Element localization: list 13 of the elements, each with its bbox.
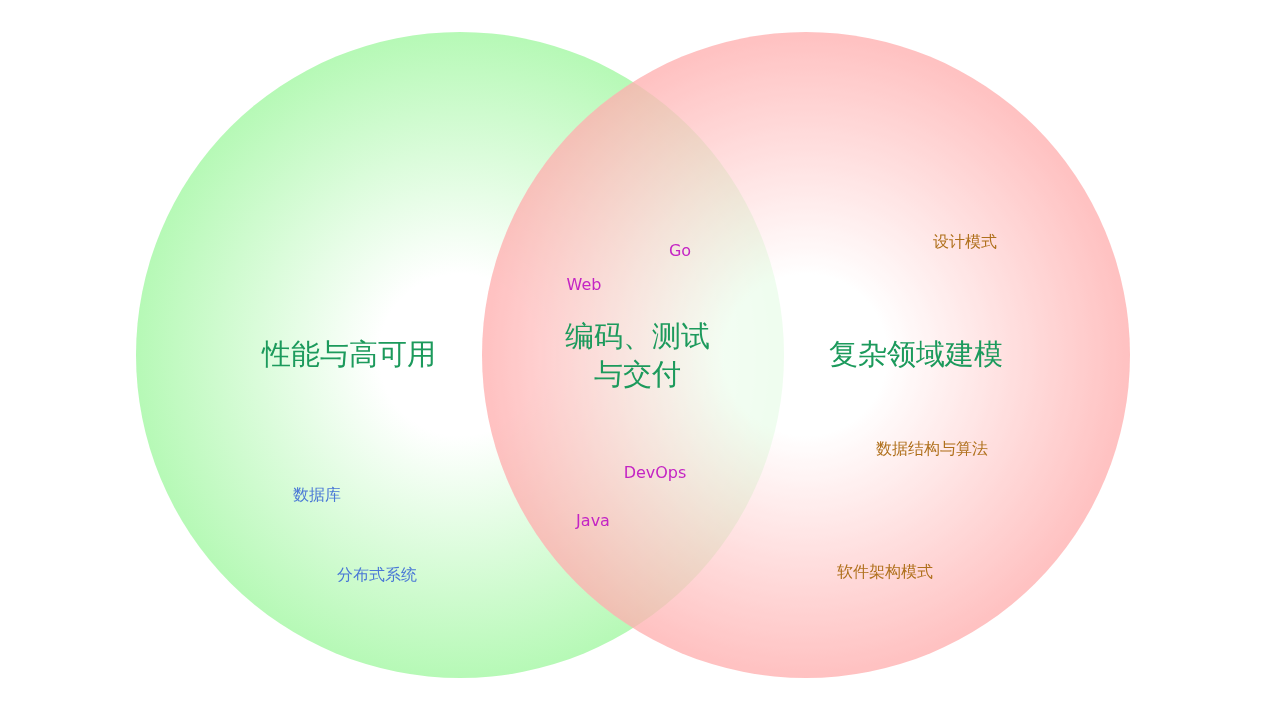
- circle-title: 性能与高可用: [262, 336, 436, 373]
- topic-label: Go: [668, 240, 692, 260]
- venn-circle: [480, 30, 1132, 680]
- topic-label: 数据结构与算法: [876, 438, 988, 460]
- topic-label: DevOps: [623, 462, 687, 482]
- topic-label: 分布式系统: [337, 564, 417, 586]
- overlap-title: 编码、测试与交付: [563, 318, 711, 393]
- topic-label: Java: [576, 510, 610, 530]
- topic-label: 数据库: [293, 484, 341, 506]
- topic-label: 设计模式: [933, 231, 997, 253]
- circle-title: 复杂领域建模: [829, 336, 1003, 373]
- topic-label: Web: [566, 274, 602, 294]
- topic-label: 软件架构模式: [837, 561, 933, 583]
